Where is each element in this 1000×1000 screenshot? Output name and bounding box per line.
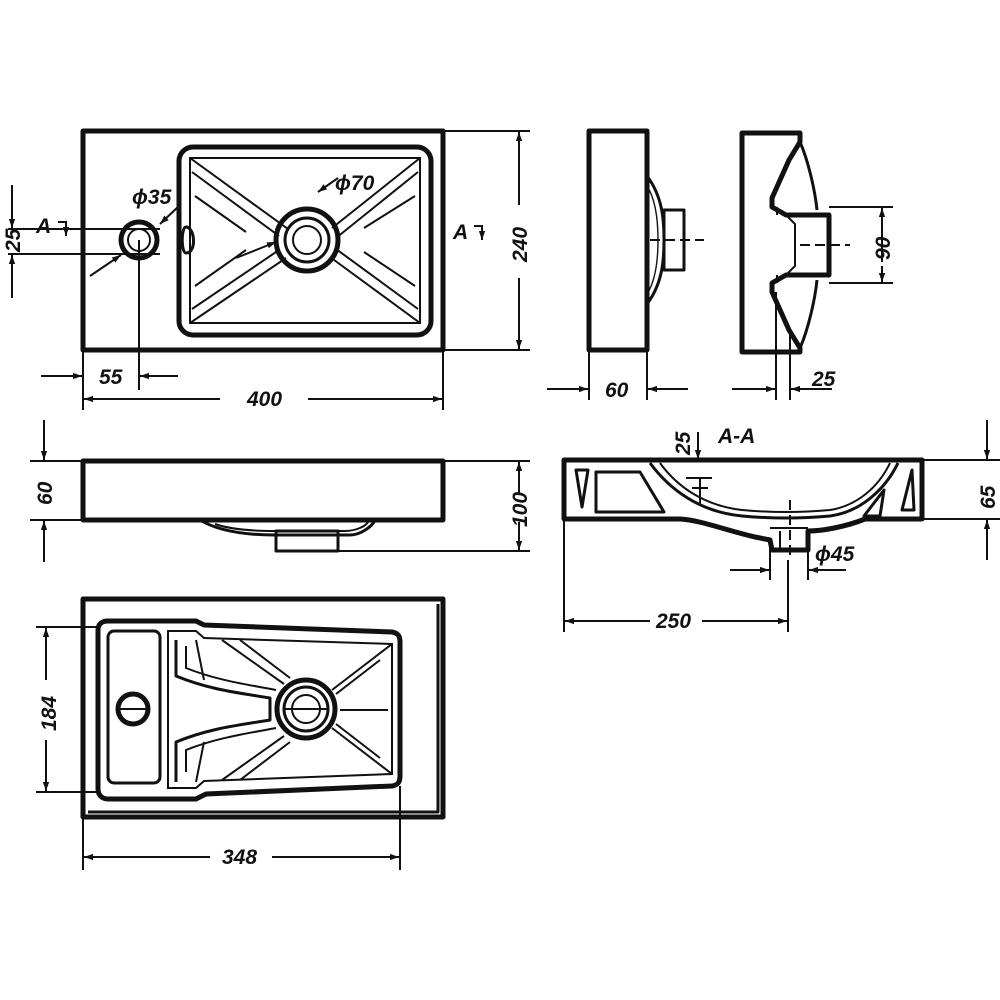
leader-70-b — [235, 241, 277, 259]
ext-lines-45 — [769, 540, 809, 580]
section-outline — [561, 457, 925, 553]
bottom-view-rib-left-inner — [185, 646, 277, 772]
dim-label-25-section: 25 — [672, 431, 695, 456]
leader-35-b — [89, 254, 122, 277]
ext-lines-250 — [563, 519, 789, 632]
top-view: ϕ35 ϕ70 A A 25 55 400 240 — [2, 128, 532, 411]
dim-label-65: 65 — [977, 485, 1000, 509]
ext-lines-60-front — [30, 460, 83, 521]
dim-label-400: 400 — [246, 388, 282, 411]
label-diameter-35: ϕ35 — [132, 186, 172, 209]
bottom-view-edge — [88, 604, 440, 814]
dim-label-60-side: 60 — [605, 379, 629, 402]
ext-lines-240 — [443, 130, 530, 351]
bottom-view-outline — [80, 596, 446, 820]
bottom-view-tap-hole — [115, 691, 151, 727]
dim-label-25: 25 — [2, 228, 25, 253]
dim-label-25-end: 25 — [811, 368, 836, 391]
dim-label-45: ϕ45 — [815, 543, 855, 566]
bottom-view-basin — [95, 618, 403, 802]
leader-70-a — [317, 177, 339, 193]
ext-lines-65 — [922, 459, 1000, 520]
top-view-overflow — [180, 225, 195, 255]
section-bowl — [648, 462, 900, 520]
ext-lines-184 — [36, 626, 100, 793]
section-marker-right: A — [452, 221, 468, 244]
section-waste-detail — [770, 527, 808, 550]
ext-lines-348 — [82, 786, 401, 870]
dim-label-250: 250 — [655, 610, 691, 633]
ext-lines-60-side — [588, 350, 648, 400]
end-view-waste-inner — [785, 214, 796, 276]
section-left-pocket — [574, 468, 666, 514]
front-view-outline — [80, 458, 446, 523]
dim-label-55: 55 — [99, 366, 123, 389]
top-view-outline — [80, 128, 446, 353]
section-view: A-A 25 65 ϕ45 250 — [561, 420, 1000, 633]
top-view-basin — [176, 144, 434, 338]
dim-label-90: 90 — [872, 236, 895, 260]
ext-lines-25 — [8, 228, 160, 255]
ext-lines-90 — [829, 206, 893, 284]
bottom-view-waste-outlet — [274, 677, 338, 741]
section-title: A-A — [717, 425, 755, 448]
top-view-waste-outlet — [273, 206, 341, 274]
section-bowl-inner — [659, 462, 891, 513]
ext-lines-100 — [338, 460, 530, 552]
label-diameter-70: ϕ70 — [335, 172, 375, 195]
top-view-slope-lines — [189, 157, 421, 324]
ext-lines-400 — [82, 350, 444, 410]
section-right-pocket — [862, 468, 916, 518]
side-view: 60 — [547, 128, 704, 402]
leader-35-a — [159, 204, 181, 225]
end-view-outline — [739, 130, 832, 355]
section-arrow-right — [474, 225, 486, 240]
side-view-outline — [586, 128, 650, 353]
bottom-view: 184 348 — [36, 596, 446, 870]
bottom-view-tap-pocket — [106, 629, 162, 785]
end-view: 90 25 — [732, 130, 895, 400]
dim-label-60-front: 60 — [34, 481, 57, 505]
front-view-waste — [274, 529, 340, 553]
bottom-view-rib-ticks — [195, 639, 205, 783]
front-view: 60 100 — [30, 420, 532, 562]
section-marker-left: A — [35, 215, 51, 238]
dim-label-100: 100 — [509, 492, 532, 527]
dim-label-348: 348 — [222, 846, 257, 869]
bottom-view-rib-left — [174, 640, 272, 782]
ext-lines-25-end — [775, 292, 791, 400]
section-arrow-left — [58, 221, 70, 236]
dim-label-240: 240 — [509, 227, 532, 263]
bottom-view-slope-lines — [221, 639, 393, 781]
end-view-curve — [798, 141, 819, 349]
dim-label-184: 184 — [38, 696, 61, 731]
